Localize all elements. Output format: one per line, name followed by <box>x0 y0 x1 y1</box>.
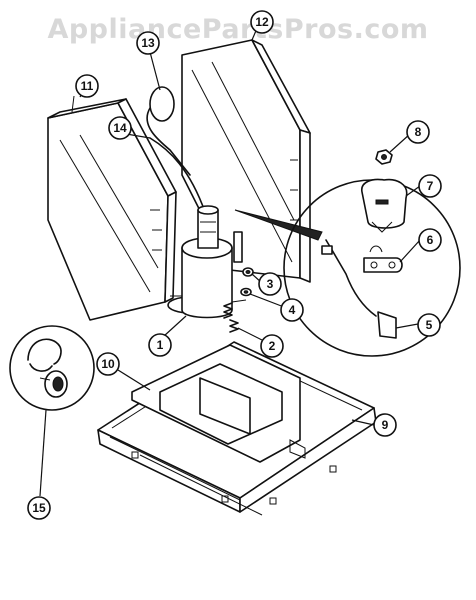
callout-4: 4 <box>280 298 304 322</box>
callout-7: 7 <box>418 174 442 198</box>
detail-pointer <box>234 209 323 241</box>
callout-12: 12 <box>250 10 274 34</box>
callout-label-11: 11 <box>81 79 94 93</box>
leader-lines <box>39 25 421 497</box>
callout-15: 15 <box>27 496 51 520</box>
callout-11: 11 <box>75 74 99 98</box>
clamp-detail <box>9 325 95 411</box>
callout-label-8: 8 <box>415 125 422 139</box>
capillary-tube <box>146 86 191 176</box>
terminal-cover <box>361 178 408 233</box>
callout-6: 6 <box>418 228 442 252</box>
callout-label-3: 3 <box>267 277 274 291</box>
callout-3: 3 <box>258 272 282 296</box>
callout-8: 8 <box>406 120 430 144</box>
callout-label-14: 14 <box>113 121 127 135</box>
callout-9: 9 <box>373 413 397 437</box>
compressor <box>167 205 247 319</box>
callout-label-15: 15 <box>32 501 46 515</box>
terminal-bracket <box>363 245 403 273</box>
callout-label-10: 10 <box>101 357 115 371</box>
tubing-line <box>149 137 206 213</box>
mounting-spring <box>223 302 239 333</box>
grommet <box>242 267 254 277</box>
callout-5: 5 <box>417 313 441 337</box>
drain-tray <box>131 344 306 463</box>
callout-2: 2 <box>260 334 284 358</box>
overload-wire <box>321 239 397 339</box>
callout-label-5: 5 <box>426 318 433 332</box>
callout-1: 1 <box>148 333 172 357</box>
callout-13: 13 <box>136 31 160 55</box>
hex-nut <box>375 149 393 165</box>
callout-label-6: 6 <box>427 233 434 247</box>
callout-14: 14 <box>108 116 132 140</box>
callout-label-2: 2 <box>269 339 276 353</box>
callout-10: 10 <box>96 352 120 376</box>
washer <box>240 287 252 297</box>
callout-label-7: 7 <box>427 179 434 193</box>
callout-label-13: 13 <box>141 36 155 50</box>
watermark-text: AppliancePartsPros.com <box>47 14 429 45</box>
callout-label-9: 9 <box>382 418 389 432</box>
callout-label-12: 12 <box>255 15 269 29</box>
coil-panel-left <box>47 95 177 321</box>
callout-label-1: 1 <box>157 338 164 352</box>
callout-label-4: 4 <box>289 303 296 317</box>
